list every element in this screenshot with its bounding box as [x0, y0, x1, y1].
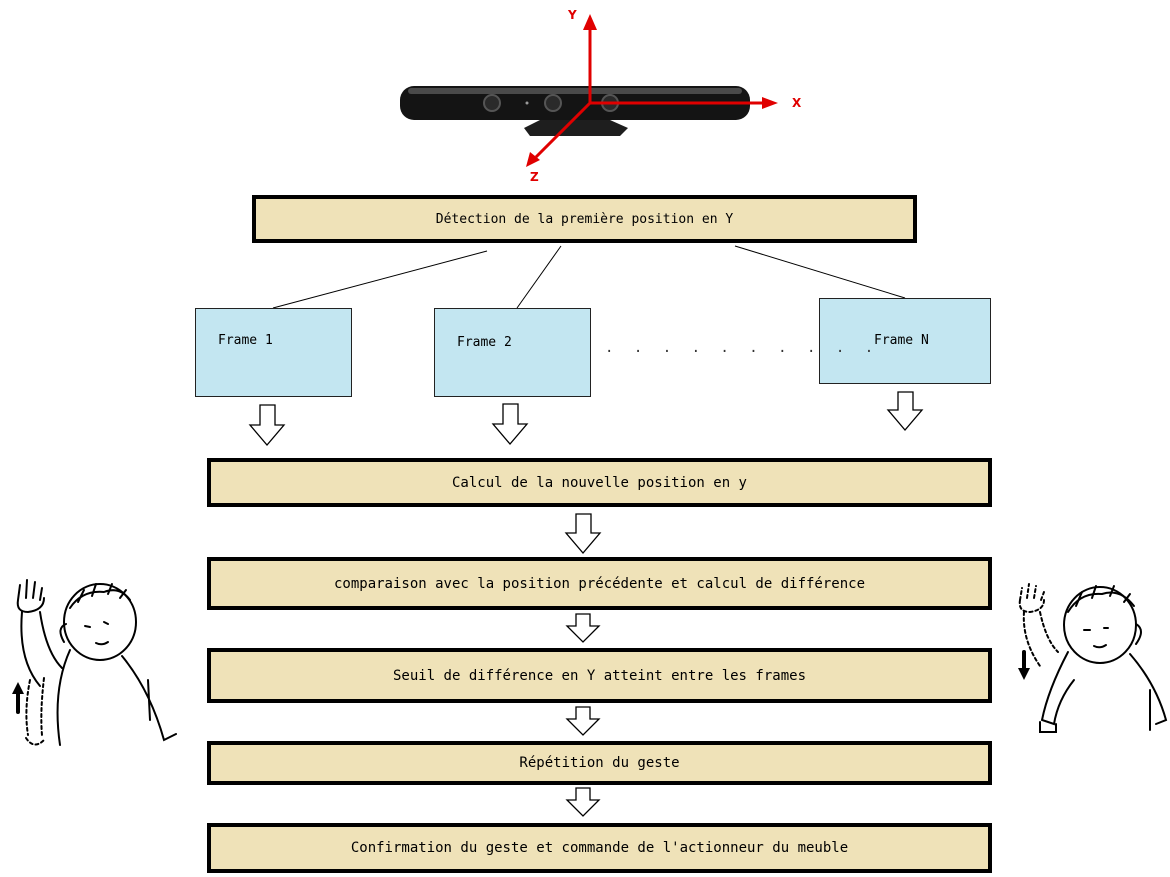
- frame-box-n: Frame N: [819, 298, 991, 384]
- frames-ellipsis: . . . . . . . . . .: [605, 340, 880, 356]
- arrow-down-icon: [565, 613, 601, 643]
- step-label: Seuil de différence en Y atteint entre l…: [392, 667, 806, 684]
- frame-box-2: Frame 2: [434, 308, 591, 397]
- detection-box-label: Détection de la première position en Y: [435, 211, 734, 227]
- arrow-down-icon: [564, 513, 602, 555]
- axis-y-label: Y: [568, 8, 577, 22]
- frame-box-1: Frame 1: [195, 308, 352, 397]
- detection-box: Détection de la première position en Y: [252, 195, 917, 243]
- step-box-4: Répétition du geste: [207, 741, 992, 785]
- arrow-down-icon: [886, 391, 924, 432]
- step-label: Confirmation du geste et commande de l'a…: [350, 840, 849, 856]
- step-label: comparaison avec la position précédente …: [333, 575, 865, 592]
- axis-x-label: X: [792, 96, 802, 110]
- axis-z-label: Z: [530, 170, 539, 184]
- step-box-2: comparaison avec la position précédente …: [207, 557, 992, 610]
- frame-label: Frame 2: [457, 335, 512, 350]
- person-raising-arm-icon: [12, 579, 177, 746]
- arrow-down-icon: [565, 787, 601, 817]
- frame-label: Frame 1: [218, 333, 273, 348]
- step-label: Calcul de la nouvelle position en y: [451, 474, 747, 491]
- arrow-down-icon: [565, 706, 601, 736]
- step-box-5: Confirmation du geste et commande de l'a…: [207, 823, 992, 873]
- arrow-down-icon: [248, 404, 286, 447]
- step-label: Répétition du geste: [519, 755, 680, 771]
- step-box-3: Seuil de différence en Y atteint entre l…: [207, 648, 992, 703]
- kinect-sensor-icon: [400, 86, 750, 136]
- connector-lines: [272, 245, 906, 309]
- axes-icon: [526, 14, 778, 167]
- flow-arrows: [248, 391, 924, 817]
- arrow-down-icon: [491, 403, 529, 446]
- frame-label: Frame N: [874, 333, 929, 348]
- person-lowering-arm-icon: [1018, 583, 1168, 733]
- step-box-1: Calcul de la nouvelle position en y: [207, 458, 992, 507]
